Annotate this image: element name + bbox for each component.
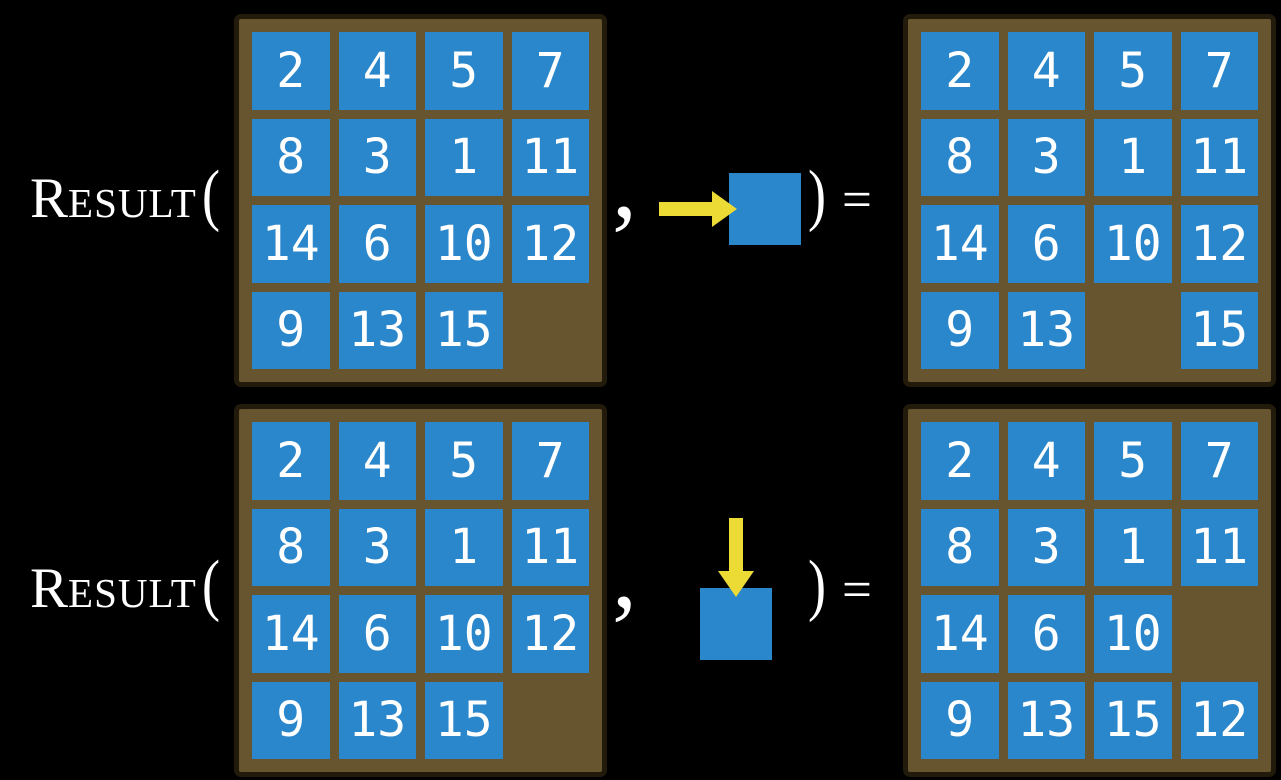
puzzle-tile-12: 12 — [1180, 205, 1258, 283]
open-paren: ( — [201, 546, 220, 623]
puzzle-tile-2: 2 — [921, 422, 999, 500]
sliding-tile — [729, 173, 801, 245]
comma-separator: , — [612, 128, 637, 239]
puzzle-tile-15: 15 — [1180, 291, 1258, 369]
open-paren: ( — [201, 156, 220, 233]
puzzle-tile-6: 6 — [1007, 595, 1085, 673]
puzzle-tile-3: 3 — [1007, 118, 1085, 196]
sliding-tile — [700, 588, 772, 660]
puzzle-tile-1: 1 — [1094, 118, 1172, 196]
puzzle-tile-4: 4 — [338, 422, 416, 500]
puzzle-tile-15: 15 — [1094, 681, 1172, 759]
function-name-initial: R — [30, 167, 69, 230]
function-name-rest: ESULT — [68, 180, 197, 226]
puzzle-tile-1: 1 — [1094, 508, 1172, 586]
puzzle-tile-6: 6 — [1007, 205, 1085, 283]
puzzle-tile-14: 14 — [252, 595, 330, 673]
slide-right-action — [659, 173, 802, 245]
puzzle-tile-8: 8 — [921, 118, 999, 196]
puzzle-tile-13: 13 — [338, 291, 416, 369]
comma-separator: , — [612, 518, 637, 629]
puzzle-tile-5: 5 — [1094, 32, 1172, 110]
puzzle-tile-15: 15 — [425, 291, 503, 369]
puzzle-tile-14: 14 — [252, 205, 330, 283]
puzzle-tile-13: 13 — [1007, 681, 1085, 759]
puzzle-tile-13: 13 — [338, 681, 416, 759]
puzzle-tile-3: 3 — [338, 508, 416, 586]
puzzle-tile-3: 3 — [1007, 508, 1085, 586]
empty-cell — [512, 292, 590, 370]
puzzle-tile-11: 11 — [1180, 508, 1258, 586]
empty-cell — [1181, 595, 1259, 673]
puzzle-tile-5: 5 — [1094, 422, 1172, 500]
puzzle-tile-4: 4 — [338, 32, 416, 110]
puzzle-tile-9: 9 — [252, 681, 330, 759]
slide-down-action — [700, 518, 772, 660]
puzzle-tile-7: 7 — [511, 32, 589, 110]
puzzle-tile-1: 1 — [425, 508, 503, 586]
puzzle-tile-5: 5 — [425, 422, 503, 500]
puzzle-tile-10: 10 — [1094, 595, 1172, 673]
close-paren: ) — [807, 546, 827, 623]
puzzle-tile-4: 4 — [1007, 422, 1085, 500]
puzzle-tile-11: 11 — [511, 508, 589, 586]
empty-cell — [512, 682, 590, 760]
empty-cell — [1094, 292, 1172, 370]
puzzle-tile-12: 12 — [511, 595, 589, 673]
puzzle-tile-10: 10 — [425, 595, 503, 673]
puzzle-tile-7: 7 — [511, 422, 589, 500]
equals-sign: = — [842, 561, 872, 619]
puzzle-tile-12: 12 — [1180, 681, 1258, 759]
puzzle-tile-2: 2 — [921, 32, 999, 110]
puzzle-tile-9: 9 — [921, 681, 999, 759]
puzzle-tile-14: 14 — [921, 205, 999, 283]
down-arrow-icon — [718, 518, 754, 597]
puzzle-tile-5: 5 — [425, 32, 503, 110]
puzzle-tile-2: 2 — [252, 32, 330, 110]
puzzle-tile-9: 9 — [252, 291, 330, 369]
puzzle-tile-7: 7 — [1180, 422, 1258, 500]
puzzle-tile-11: 11 — [511, 118, 589, 196]
puzzle-tile-7: 7 — [1180, 32, 1258, 110]
puzzle-tile-10: 10 — [1094, 205, 1172, 283]
function-name-rest: ESULT — [68, 570, 197, 616]
close-paren: ) — [807, 156, 827, 233]
puzzle-tile-8: 8 — [252, 508, 330, 586]
function-name-initial: R — [30, 557, 69, 620]
puzzle-tile-1: 1 — [425, 118, 503, 196]
puzzle-tile-8: 8 — [252, 118, 330, 196]
puzzle-tile-15: 15 — [425, 681, 503, 759]
puzzle-tile-2: 2 — [252, 422, 330, 500]
equals-sign: = — [842, 171, 872, 229]
puzzle-tile-14: 14 — [921, 595, 999, 673]
puzzle-tile-4: 4 — [1007, 32, 1085, 110]
puzzle-tile-6: 6 — [338, 595, 416, 673]
puzzle-tile-9: 9 — [921, 291, 999, 369]
puzzle-tile-13: 13 — [1007, 291, 1085, 369]
puzzle-tile-8: 8 — [921, 508, 999, 586]
puzzle-tile-11: 11 — [1180, 118, 1258, 196]
puzzle-tile-12: 12 — [511, 205, 589, 283]
puzzle-tile-3: 3 — [338, 118, 416, 196]
puzzle-tile-10: 10 — [425, 205, 503, 283]
puzzle-tile-6: 6 — [338, 205, 416, 283]
right-arrow-icon — [659, 191, 737, 227]
